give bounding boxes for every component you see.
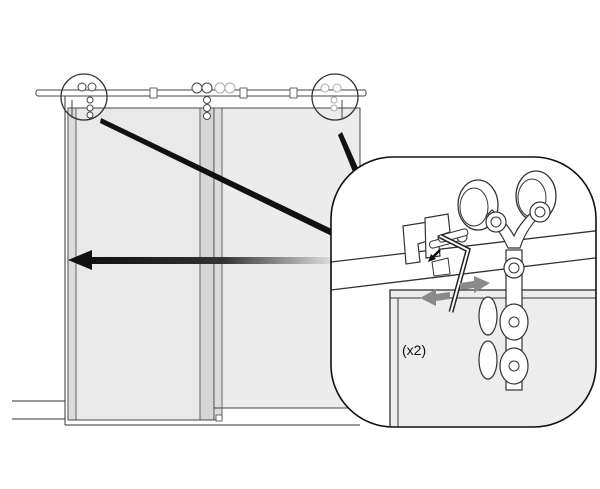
leader-lines: [100, 118, 358, 240]
quantity-label: (x2): [402, 342, 427, 358]
right-detail-circle: [311, 73, 359, 121]
rotation-arrow-icon: [428, 249, 441, 262]
direction-arrow-icon: [68, 250, 333, 270]
magnified-callout: [330, 156, 597, 428]
wall-frame: [64, 93, 360, 426]
adjust-arrows-icon: [420, 276, 490, 306]
center-roller-hardware: [191, 82, 236, 120]
floor-line: [12, 400, 66, 425]
hex-key-icon: [438, 233, 471, 313]
left-detail-circle: [60, 73, 108, 121]
guide-roller-icon: [478, 296, 529, 385]
